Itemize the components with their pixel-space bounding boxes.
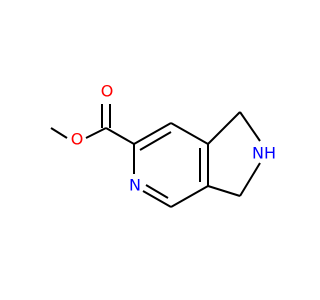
bond-c3-c3a — [207, 185, 241, 197]
bond-carbonyl-ring — [105, 127, 135, 145]
bond-c7-c7a — [170, 122, 209, 145]
atom-pyridine-nitrogen: N — [129, 176, 141, 195]
molecule-drawing: O O N NH — [50, 82, 276, 208]
atom-carbonyl-oxygen: O — [101, 82, 114, 101]
bond-c4-n5 — [142, 190, 172, 208]
bond-c7a-c1 — [207, 111, 241, 145]
bond-methyl-o — [50, 127, 68, 139]
bond-c6-c7-inner — [139, 131, 172, 151]
bond-c3a-c4 — [170, 185, 209, 208]
bond-o-carbonyl-c — [85, 127, 107, 139]
bond-c1-n2 — [239, 111, 261, 142]
atom-ester-oxygen: O — [71, 130, 84, 149]
bond-c4-n5-inner — [145, 184, 169, 199]
atom-pyrrolidine-nh: NH — [252, 144, 276, 163]
structure-canvas: O O N NH — [50, 82, 276, 208]
bond-n2-c3 — [239, 162, 261, 197]
bond-c6-c7 — [133, 122, 172, 145]
